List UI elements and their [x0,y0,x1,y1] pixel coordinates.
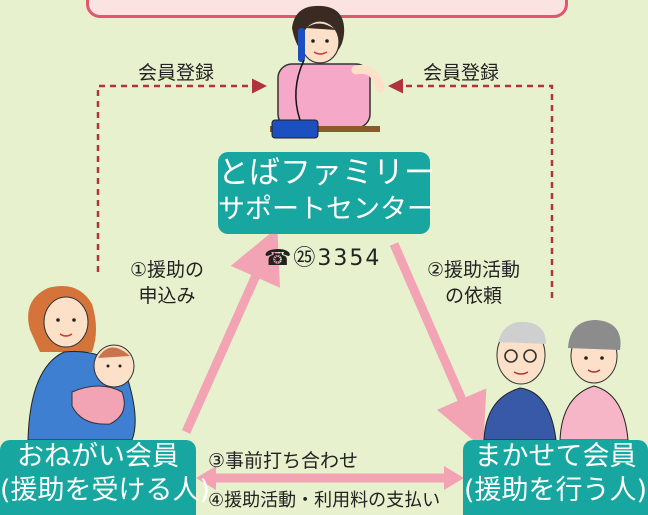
couple-illustration [483,320,629,441]
onegai-member-box: おねがい会員 (援助を受ける人) [0,440,211,515]
center-name-line2: サポートセンター [218,193,434,225]
ask-label-line2: の依頼 [445,284,503,307]
request-arrow [181,227,280,434]
meeting-arrow-right-head [444,466,464,490]
left-member-line2: (援助を受ける人) [0,474,211,506]
right-member-line2: (援助を行う人) [463,474,648,506]
prior-meeting-label: ③事前打ち合わせ [208,450,359,472]
right-member-line1: まかせて会員 [474,441,637,472]
registration-label-left: 会員登録 [138,62,215,84]
ask-label: ②援助活動 の依頼 [427,258,520,309]
coordinator-illustration [270,5,385,139]
makasete-member-box: まかせて会員 (援助を行う人) [463,440,648,515]
phone-number: ☎㉕3354 [264,246,382,271]
left-member-line1: おねがい会員 [17,441,179,472]
ask-arrow [389,242,487,449]
registration-arrow-right [388,78,554,298]
payment-label: ④援助活動・利用料の支払い [208,490,441,511]
center-name-line1: とばファミリー [218,155,435,191]
mother-illustration [27,286,136,441]
support-center-box: とばファミリー サポートセンター [218,152,435,234]
request-label-line2: 申込み [138,284,196,307]
ask-label-line1: ②援助活動 [427,259,521,281]
meeting-arrow-left-head [196,466,216,490]
request-label-line1: ①援助の [130,259,205,281]
request-label: ①援助の 申込み [130,258,204,309]
registration-label-right: 会員登録 [423,62,500,84]
